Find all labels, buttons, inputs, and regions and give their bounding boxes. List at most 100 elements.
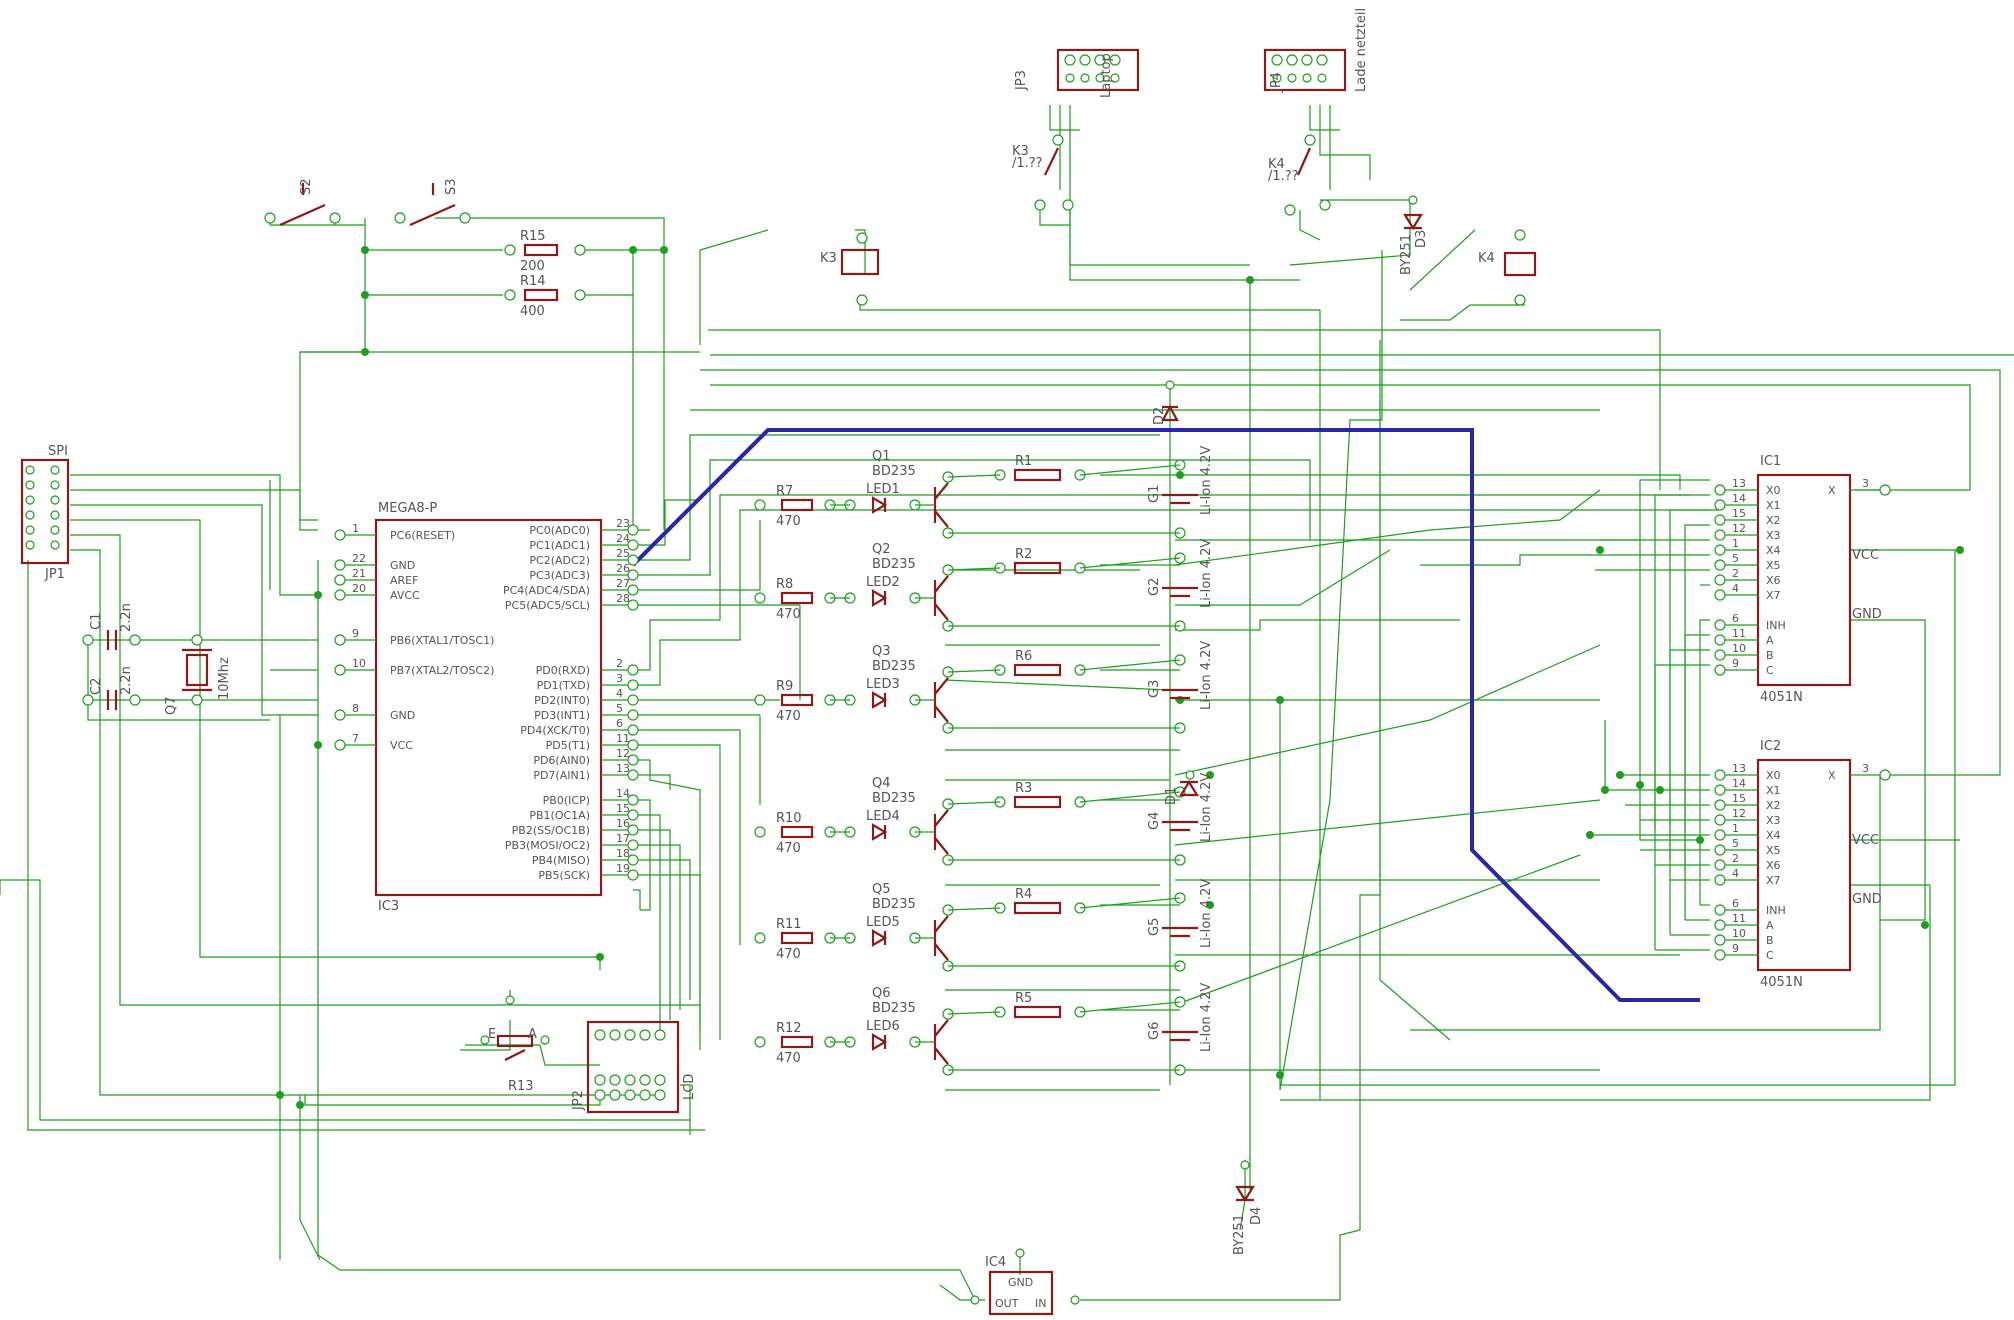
relay-coil-k3[interactable]: K3 xyxy=(820,232,880,306)
led-led4[interactable]: LED4 xyxy=(844,809,921,841)
diode-d3[interactable]: BY251 D3 xyxy=(1399,195,1429,275)
switch-s2[interactable]: S2 xyxy=(264,178,341,227)
mux-pin-x7[interactable]: 4X7 xyxy=(1714,582,1781,602)
resistor-r1[interactable]: R1 xyxy=(994,454,1086,482)
resistor-r4[interactable]: R4 xyxy=(994,887,1086,915)
led-led1[interactable]: LED1 xyxy=(844,482,921,514)
relay-contact-k3[interactable]: K3 /1.?? xyxy=(1012,134,1074,211)
connector-jp3-laptop[interactable]: JP3 Laptop xyxy=(1014,48,1140,98)
mux-pin-x[interactable]: 3X xyxy=(1828,762,1891,782)
crystal-q7[interactable]: Q7 10Mhz xyxy=(164,634,232,715)
microcontroller-ic3[interactable]: MEGA8-P IC3 1PC6(RESET)22GND21AREF20AVCC… xyxy=(334,501,639,914)
mux-pin-x4[interactable]: 1X4 xyxy=(1714,537,1781,557)
resistor-r15[interactable]: R15 200 xyxy=(504,229,586,274)
mux-pin-x5[interactable]: 5X5 xyxy=(1714,837,1781,857)
potentiometer-r13[interactable]: E A R13 xyxy=(480,995,550,1094)
regulator-ic4[interactable]: IC4 GND OUT IN xyxy=(970,1248,1080,1316)
resistor-r2[interactable]: R2 xyxy=(994,547,1086,575)
mux-pin-x7[interactable]: 4X7 xyxy=(1714,867,1781,887)
mux-pin-b[interactable]: 10B xyxy=(1714,927,1774,947)
lcd-connector-jp2[interactable]: JP2 LCD xyxy=(571,1020,697,1114)
mux-pin-a[interactable]: 11A xyxy=(1714,912,1774,932)
diode-d1[interactable]: D1 xyxy=(1164,770,1199,805)
mux-pin-c[interactable]: 9C xyxy=(1714,942,1774,962)
resistor-r3[interactable]: R3 xyxy=(994,781,1086,809)
mux-pin-x[interactable]: 3X xyxy=(1828,477,1891,497)
resistor-r6[interactable]: R6 xyxy=(994,649,1086,677)
mux-pin-c[interactable]: 9C xyxy=(1714,657,1774,677)
mux-pin-b[interactable]: 10B xyxy=(1714,642,1774,662)
mux-ic1[interactable]: IC14051N13X014X115X212X31X45X52X64X76INH… xyxy=(1714,454,1891,705)
relay-contact-k4[interactable]: K4 /1.?? xyxy=(1268,134,1331,216)
mux-pin-x6[interactable]: 2X6 xyxy=(1714,567,1781,587)
relay-coil-k4[interactable]: K4 xyxy=(1478,229,1537,306)
capacitor-c1[interactable]: C1 2.2n xyxy=(82,603,141,650)
led-led3[interactable]: LED3 xyxy=(844,677,921,709)
mux-pin-x5[interactable]: 5X5 xyxy=(1714,552,1781,572)
mux-pin-a[interactable]: 11A xyxy=(1714,627,1774,647)
switch-s3[interactable]: S3 xyxy=(394,178,471,227)
resistor-r5[interactable]: R5 xyxy=(994,991,1086,1019)
connector-jp4-charger[interactable]: JP4 Lade netzteil xyxy=(1263,8,1369,93)
spi-header[interactable]: SPI JP1 xyxy=(20,444,70,582)
mux-ic2[interactable]: IC24051N13X014X115X212X31X45X52X64X76INH… xyxy=(1714,739,1891,990)
led-led5[interactable]: LED5 xyxy=(844,915,921,947)
led-led2[interactable]: LED2 xyxy=(844,575,921,607)
mux-pin-x4[interactable]: 1X4 xyxy=(1714,822,1781,842)
led-led6[interactable]: LED6 xyxy=(844,1019,921,1051)
